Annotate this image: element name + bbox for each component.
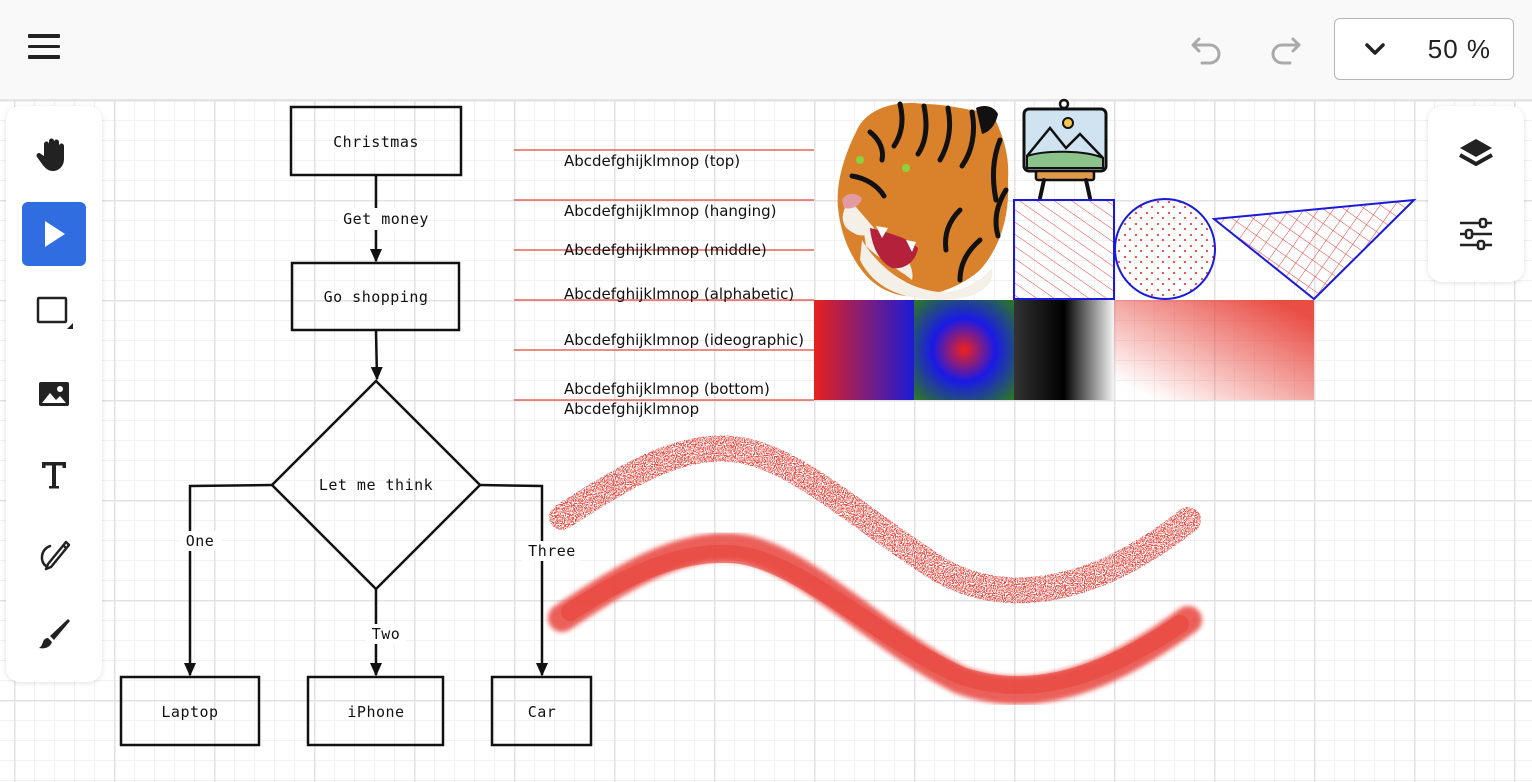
crosshatch-triangle[interactable] <box>1211 198 1417 301</box>
car-label: Car <box>528 703 557 721</box>
let-me-think-label: Let me think <box>319 476 433 494</box>
text-icon <box>42 462 66 489</box>
settings-button[interactable] <box>1444 202 1508 266</box>
baseline-bottom-text: Abcdefghijklmnop (bottom) <box>564 380 770 398</box>
rectangle-icon <box>36 296 73 329</box>
text-tool[interactable] <box>22 442 86 506</box>
redo-icon <box>1271 37 1301 65</box>
hatched-rectangle[interactable] <box>1013 199 1115 300</box>
rectangle-tool[interactable] <box>22 282 86 346</box>
fade-gradient-swatch[interactable] <box>1114 300 1314 400</box>
iphone-box[interactable] <box>306 675 445 747</box>
chevron-down-icon <box>1365 43 1385 55</box>
baseline-hanging-text: Abcdefghijklmnop (hanging) <box>564 202 777 220</box>
one-label: One <box>186 532 215 550</box>
baseline-plain-text: Abcdefghijklmnop <box>564 400 699 418</box>
laptop-box[interactable] <box>119 675 261 747</box>
hand-icon <box>36 138 64 171</box>
tool-palette <box>6 106 102 682</box>
menu-button[interactable] <box>28 34 64 66</box>
sliders-icon <box>1460 217 1492 251</box>
brush-tool[interactable] <box>22 602 86 666</box>
image-tool[interactable] <box>22 362 86 426</box>
hand-tool[interactable] <box>22 122 86 186</box>
side-panel <box>1428 106 1524 282</box>
iphone-label: iPhone <box>347 703 404 721</box>
brush-stroke[interactable] <box>548 533 1202 705</box>
redo-button[interactable] <box>1264 28 1308 72</box>
flowchart <box>119 105 593 747</box>
laptop-label: Laptop <box>161 703 218 721</box>
arrow-connector[interactable] <box>479 483 548 677</box>
picture-easel-image[interactable] <box>1022 98 1108 200</box>
go-shopping-box[interactable] <box>290 261 461 332</box>
select-tool[interactable] <box>22 202 86 266</box>
baseline-alphabetic-text: Abcdefghijklmnop (alphabetic) <box>564 285 794 303</box>
baseline-demo: Abcdefghijklmnop (top) Abcdefghijklmnop … <box>514 149 814 418</box>
pen-icon <box>40 540 71 571</box>
brush-icon <box>39 619 70 649</box>
three-label: Three <box>528 542 576 560</box>
radial-gradient-swatch[interactable] <box>914 300 1014 400</box>
dotted-circle[interactable] <box>1114 198 1216 300</box>
zoom-value: 50 % <box>1427 33 1491 64</box>
undo-button[interactable] <box>1184 28 1228 72</box>
arrow-connector[interactable] <box>370 329 383 381</box>
layers-icon <box>1459 139 1493 166</box>
car-box[interactable] <box>490 675 593 747</box>
zoom-select[interactable]: 50 % <box>1334 18 1514 80</box>
undo-icon <box>1191 37 1221 65</box>
go-shopping-label: Go shopping <box>324 288 429 306</box>
shapes-group <box>1013 198 1417 301</box>
image-icon <box>39 382 69 406</box>
get-money-label: Get money <box>343 210 429 228</box>
baseline-ideographic-text: Abcdefghijklmnop (ideographic) <box>564 331 804 349</box>
tiger-image[interactable] <box>837 101 1009 300</box>
gradient-swatches <box>814 300 1314 400</box>
baseline-middle-text: Abcdefghijklmnop (middle) <box>564 241 767 259</box>
pen-tool[interactable] <box>22 522 86 586</box>
christmas-label: Christmas <box>333 133 419 151</box>
spray-stroke[interactable] <box>549 435 1201 604</box>
top-bar: 50 % <box>0 0 1532 100</box>
conic-gradient-swatch[interactable] <box>1014 300 1114 400</box>
pointer-icon <box>45 221 65 247</box>
layers-button[interactable] <box>1444 122 1508 186</box>
two-label: Two <box>372 625 401 643</box>
baseline-top-text: Abcdefghijklmnop (top) <box>564 152 740 170</box>
linear-gradient-swatch[interactable] <box>814 300 914 400</box>
arrow-connector[interactable] <box>184 483 273 677</box>
